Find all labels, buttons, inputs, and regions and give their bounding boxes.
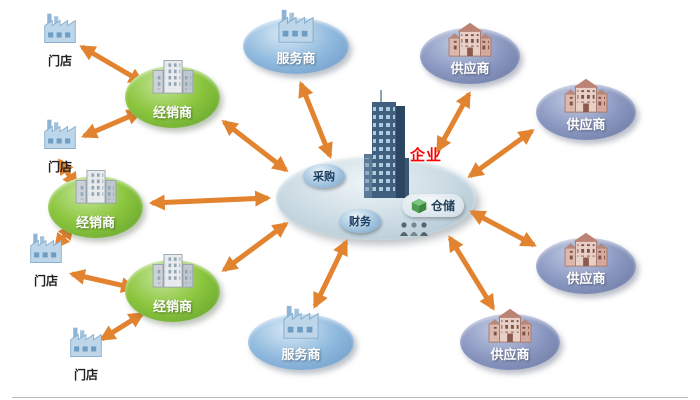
factory-icon: [67, 326, 105, 360]
warehouse-node: 仓储: [402, 194, 465, 217]
purchasing-label: 采购: [313, 171, 335, 183]
arrow-center-supplier-4: [447, 235, 496, 311]
arrow-center-supplier-1: [435, 91, 472, 153]
warehouse-box-icon: [411, 198, 427, 214]
service-label: 服务商: [276, 51, 316, 66]
finance-node: 财务: [339, 209, 381, 233]
arrow-center-supplier-2: [467, 128, 535, 179]
arrow-center-distributor-1: [221, 120, 289, 172]
arrow-distributor1-store1: [79, 44, 145, 85]
supplier-label: 供应商: [566, 271, 606, 286]
distributor-node-1: 经销商: [125, 66, 220, 128]
finance-label: 财务: [349, 216, 371, 228]
supplier-building-icon: [447, 18, 493, 58]
warehouse-label: 仓储: [431, 199, 456, 213]
distributor-label: 经销商: [152, 299, 192, 314]
supplier-node-1: 供应商: [420, 28, 520, 84]
store-label: 门店: [33, 274, 58, 288]
distributor-label: 经销商: [152, 105, 192, 120]
arrow-center-distributor-2: [148, 190, 272, 211]
service-node-2: 服务商: [248, 314, 354, 370]
office-building-icon: [151, 250, 195, 288]
distributor-label: 经销商: [75, 215, 115, 230]
arrow-center-distributor-3: [221, 221, 289, 273]
service-label: 服务商: [281, 347, 321, 362]
factory-icon: [27, 232, 65, 266]
enterprise-building-icon: [350, 90, 414, 208]
supplier-node-2: 供应商: [536, 84, 636, 140]
enterprise-label: 企业: [410, 147, 443, 164]
supplier-building-icon: [563, 74, 609, 114]
factory-icon: [41, 12, 79, 46]
arrow-center-service-1: [298, 81, 333, 159]
supplier-building-icon: [563, 228, 609, 268]
store-node-4: 门店: [58, 326, 114, 383]
supplier-node-3: 供应商: [536, 238, 636, 294]
store-label: 门店: [47, 54, 72, 68]
factory-icon: [280, 304, 322, 342]
office-building-icon: [151, 56, 195, 94]
supplier-building-icon: [487, 304, 533, 344]
supplier-label: 供应商: [490, 347, 530, 362]
store-node-2: 门店: [32, 118, 88, 175]
supplier-label: 供应商: [566, 117, 606, 132]
people-icon: [398, 221, 432, 237]
distributor-node-3: 经销商: [125, 260, 220, 322]
arrow-center-service-2: [312, 239, 349, 309]
service-node-1: 服务商: [243, 18, 349, 74]
bottom-divider: [12, 397, 688, 398]
supplier-label: 供应商: [450, 61, 490, 76]
distributor-node-2: 经销商: [48, 176, 143, 238]
factory-icon: [41, 118, 79, 152]
store-node-3: 门店: [18, 232, 74, 289]
factory-icon: [275, 8, 317, 46]
arrow-center-supplier-3: [469, 209, 537, 248]
supplier-node-4: 供应商: [460, 314, 560, 370]
store-label: 门店: [73, 368, 98, 382]
store-label: 门店: [47, 160, 72, 174]
purchasing-node: 采购: [303, 164, 345, 188]
store-node-1: 门店: [32, 12, 88, 69]
